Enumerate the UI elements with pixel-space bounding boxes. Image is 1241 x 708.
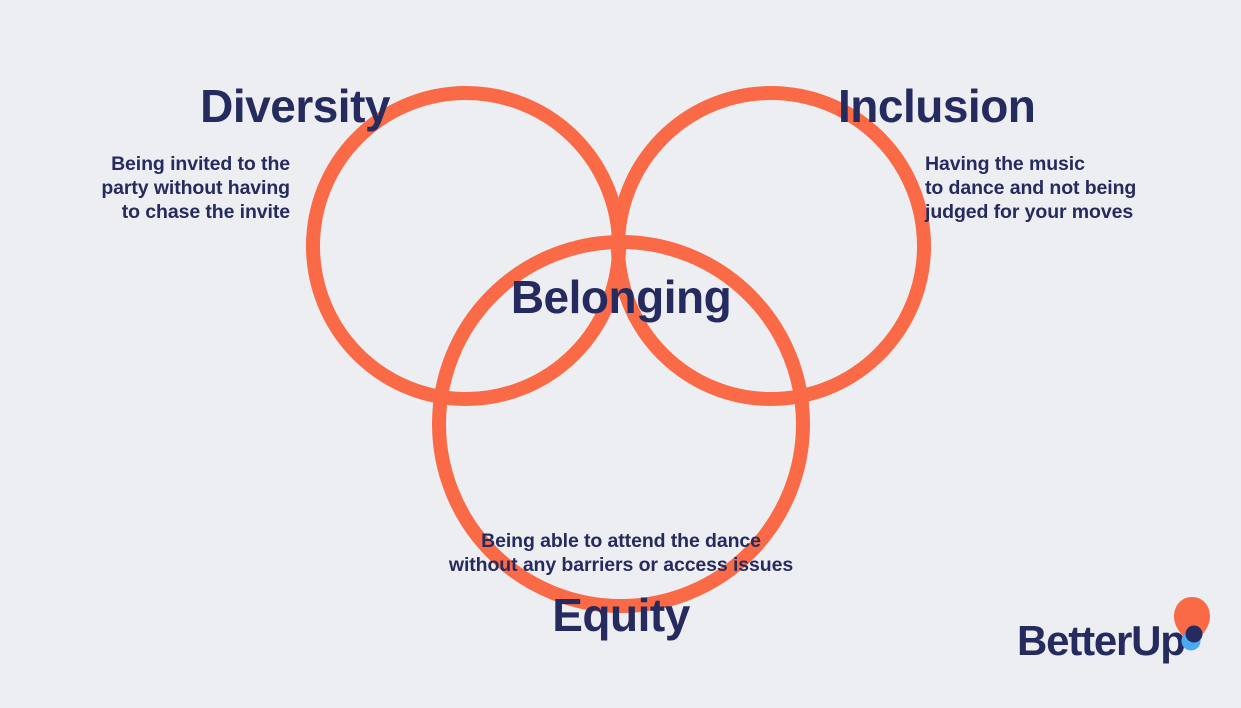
description-diversity-line-1: Being invited to the (111, 153, 290, 175)
description-equity-line-2: without any barriers or access issues (448, 553, 794, 576)
description-inclusion-line-3: judged for your moves (925, 200, 1134, 223)
heading-inclusion: Inclusion (838, 80, 1036, 132)
circle-equity (432, 235, 810, 613)
heading-diversity: Diversity (200, 80, 390, 132)
balloon-icon (1174, 597, 1210, 651)
heading-belonging: Belonging (510, 271, 732, 323)
description-inclusion-line-1: Having the music (925, 153, 1085, 175)
description-inclusion: Having the music to dance and not being … (925, 153, 1211, 224)
description-equity-line-1: Being able to attend the dance (481, 530, 761, 552)
description-diversity: Being invited to the party without havin… (30, 153, 290, 224)
description-equity: Being able to attend the dance without a… (401, 530, 841, 578)
heading-equity: Equity (552, 589, 690, 641)
description-diversity-line-2: party without having (101, 176, 290, 199)
betterup-logo: BetterUp (1017, 596, 1210, 664)
betterup-wordmark: BetterUp (1017, 617, 1186, 664)
description-diversity-line-3: to chase the invite (121, 200, 290, 223)
description-inclusion-line-2: to dance and not being (925, 176, 1137, 199)
